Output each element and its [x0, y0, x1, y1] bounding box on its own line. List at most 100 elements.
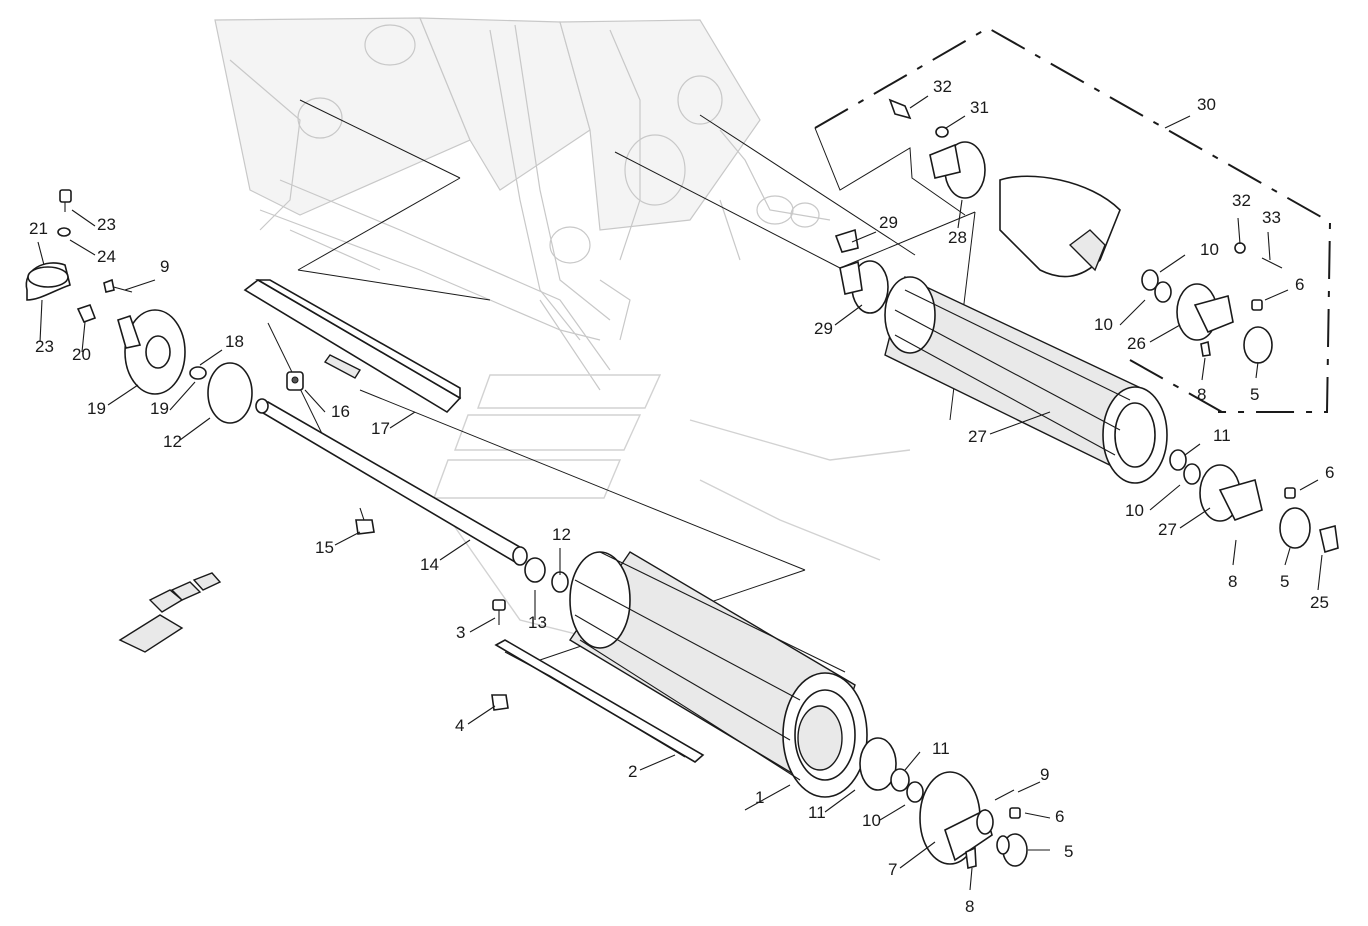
callout-label-10: 10	[1094, 315, 1113, 334]
callout-leader-6	[1299, 479, 1319, 491]
callout-leader-32	[1237, 217, 1241, 245]
callout-leader-21	[37, 241, 45, 266]
callout-label-3: 3	[456, 623, 465, 642]
callout-label-19: 19	[150, 399, 169, 418]
callout-leader-5	[1255, 361, 1259, 379]
callout-label-4: 4	[455, 716, 464, 735]
callout-leader-27	[1179, 507, 1211, 529]
callout-leader-16	[304, 389, 326, 413]
callout-leader-28	[957, 199, 963, 229]
callout-leader-15	[334, 531, 361, 546]
callout-layer: 1234555666788899101010101111111212131415…	[29, 77, 1334, 916]
callout-label-14: 14	[420, 555, 439, 574]
knife-2	[494, 639, 705, 763]
callout-label-27: 27	[968, 427, 987, 446]
end-hub-27-assembly	[1169, 449, 1339, 554]
rotor-1	[524, 551, 868, 798]
callout-leader-10	[879, 804, 906, 821]
end-hub-7-assembly	[859, 737, 1028, 869]
callout-leader-14	[439, 539, 471, 561]
shaft-15	[255, 398, 528, 566]
roller-28	[884, 276, 1168, 484]
callout-label-6: 6	[1325, 463, 1334, 482]
callout-leader-9	[124, 279, 156, 291]
callout-label-32: 32	[933, 77, 952, 96]
callout-leader-11	[824, 789, 856, 813]
callout-leader-20	[81, 321, 86, 353]
callout-label-10: 10	[1200, 240, 1219, 259]
callout-leader-9	[1017, 781, 1041, 793]
kit-boundary-inner	[814, 127, 966, 216]
callout-label-6: 6	[1055, 807, 1064, 826]
callout-leader-8	[1232, 539, 1237, 566]
callout-label-10: 10	[1125, 501, 1144, 520]
machine-frame-background	[214, 17, 831, 391]
callout-label-28: 28	[948, 228, 967, 247]
callout-leader-18	[199, 349, 223, 366]
callout-leader-10	[1119, 299, 1146, 326]
callout-label-7: 7	[888, 860, 897, 879]
callout-label-12: 12	[552, 525, 571, 544]
callout-leader-26	[1149, 324, 1181, 343]
callout-label-19: 19	[87, 399, 106, 418]
kit-boundary-dashed	[814, 26, 1332, 413]
flange-20	[117, 309, 253, 424]
callout-leader-29	[834, 304, 863, 326]
callout-label-12: 12	[163, 432, 182, 451]
callout-label-9: 9	[160, 257, 169, 276]
callout-label-24: 24	[97, 247, 116, 266]
assembly-guide-lines	[267, 99, 976, 661]
callout-label-33: 33	[1262, 208, 1281, 227]
callout-label-18: 18	[225, 332, 244, 351]
callout-label-6: 6	[1295, 275, 1304, 294]
callout-leader-6	[1024, 812, 1051, 819]
callout-leader-8	[969, 867, 973, 891]
callout-leader-10	[1149, 484, 1181, 511]
callout-leader-19	[169, 381, 196, 411]
callout-label-26: 26	[1127, 334, 1146, 353]
callout-label-5: 5	[1250, 385, 1259, 404]
callout-leader-23	[39, 299, 43, 343]
callout-label-10: 10	[862, 811, 881, 830]
callout-leader-30	[1164, 115, 1191, 129]
callout-label-11: 11	[1213, 426, 1231, 445]
callout-leader-7	[899, 841, 936, 869]
channel-bar-18	[243, 279, 462, 414]
callout-label-31: 31	[970, 98, 989, 117]
watermark-logo	[432, 374, 911, 641]
callout-label-8: 8	[1228, 572, 1237, 591]
callout-label-2: 2	[628, 762, 637, 781]
callout-label-11: 11	[932, 739, 950, 758]
callout-label-29: 29	[879, 213, 898, 232]
kit-31-parts	[834, 98, 1283, 364]
callout-leader-31	[945, 115, 966, 129]
callout-label-20: 20	[72, 345, 91, 364]
callout-label-13: 13	[528, 613, 547, 632]
callout-leader-11	[904, 751, 921, 771]
callout-label-1: 1	[755, 788, 764, 807]
bolt-nut-3-4	[491, 599, 509, 711]
callout-label-23: 23	[35, 337, 54, 356]
callout-label-27: 27	[1158, 520, 1177, 539]
callout-leader-8	[1201, 357, 1206, 381]
callout-label-23: 23	[97, 215, 116, 234]
callout-leader-11	[1184, 443, 1201, 456]
callout-label-8: 8	[1197, 385, 1206, 404]
callout-label-11: 11	[808, 803, 826, 822]
callout-leader-27	[989, 411, 1051, 435]
callout-label-29: 29	[814, 319, 833, 338]
callout-leader-5	[1284, 547, 1291, 566]
callout-label-5: 5	[1064, 842, 1073, 861]
callout-leader-19	[107, 384, 139, 406]
callout-leader-6	[1264, 289, 1289, 301]
callout-leader-17	[389, 411, 416, 429]
callout-label-21: 21	[29, 219, 48, 238]
callout-label-16: 16	[331, 402, 350, 421]
callout-label-30: 30	[1197, 95, 1216, 114]
callout-label-15: 15	[315, 538, 334, 557]
callout-leader-23	[71, 209, 96, 227]
callout-leader-24	[69, 239, 96, 256]
callout-label-5: 5	[1280, 572, 1289, 591]
callout-leader-32	[909, 95, 929, 109]
direction-arrow	[118, 572, 222, 653]
